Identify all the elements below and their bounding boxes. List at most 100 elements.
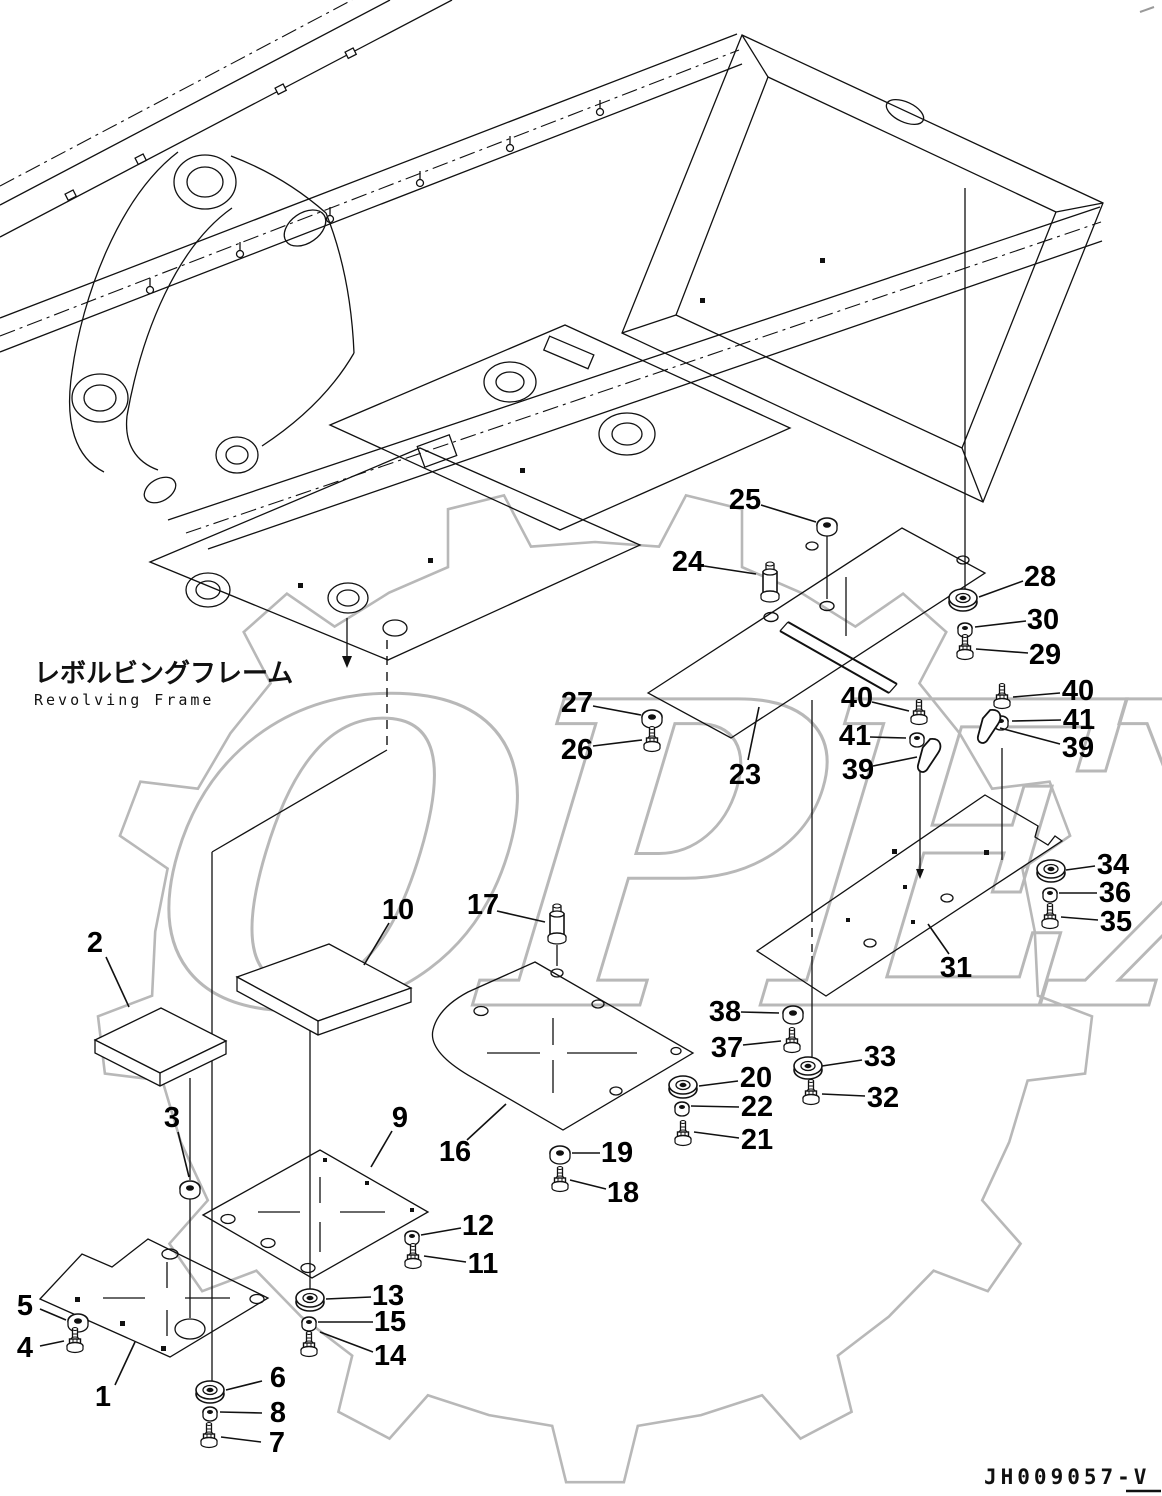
part-41-nut-glyph bbox=[909, 732, 925, 748]
callout-39: 39 bbox=[842, 754, 874, 786]
part-20-washer-dome-glyph bbox=[668, 1075, 698, 1099]
part-21-bolt-glyph bbox=[674, 1119, 692, 1147]
part-28-washer-dome-glyph bbox=[948, 588, 978, 612]
part-19-washer-flat-glyph bbox=[549, 1145, 571, 1165]
part-27-washer-flat-glyph bbox=[641, 709, 663, 729]
leader-line-31 bbox=[927, 923, 950, 955]
plate-16 bbox=[431, 961, 695, 1131]
callout-4: 4 bbox=[17, 1332, 33, 1364]
leader-line-11 bbox=[423, 1255, 467, 1263]
leader-line-35 bbox=[1060, 916, 1099, 921]
leader-line-8 bbox=[219, 1411, 263, 1414]
callout-20: 20 bbox=[740, 1062, 772, 1094]
title-japanese: レボルビングフレーム bbox=[34, 659, 293, 689]
part-7-bolt-glyph bbox=[200, 1421, 218, 1449]
callout-2: 2 bbox=[87, 927, 103, 959]
leader-line-39 bbox=[872, 756, 918, 767]
leader-line-4 bbox=[39, 1340, 65, 1347]
part-29-bolt-glyph bbox=[956, 633, 974, 661]
part-18-bolt-glyph bbox=[551, 1165, 569, 1193]
leader-line-34 bbox=[1065, 865, 1096, 871]
leader-line-10 bbox=[363, 922, 390, 966]
callout-1: 1 bbox=[95, 1381, 111, 1413]
callout-41: 41 bbox=[1063, 704, 1095, 736]
leader-line-33 bbox=[821, 1059, 863, 1067]
part-12-nut-glyph bbox=[404, 1230, 420, 1246]
fasteners bbox=[66, 517, 1066, 1449]
callout-22: 22 bbox=[741, 1091, 773, 1123]
callout-41: 41 bbox=[839, 720, 871, 752]
leader-line-21 bbox=[693, 1131, 740, 1139]
callout-17: 17 bbox=[467, 889, 499, 921]
callouts: 1234567891011121314151617181920212223242… bbox=[17, 484, 1132, 1459]
leader-line-27 bbox=[592, 705, 642, 716]
plate-1 bbox=[38, 1238, 270, 1358]
leader-line-23 bbox=[747, 706, 760, 761]
part-14-bolt-glyph bbox=[300, 1330, 318, 1358]
leader-line-29 bbox=[975, 648, 1029, 654]
callout-27: 27 bbox=[561, 687, 593, 719]
part-39-clip-glyph bbox=[976, 709, 1002, 744]
part-6-washer-dome-glyph bbox=[195, 1380, 225, 1404]
part-13-washer-dome-glyph bbox=[295, 1288, 325, 1312]
part-38-washer-flat-glyph bbox=[782, 1005, 804, 1025]
leader-line-12 bbox=[420, 1227, 462, 1236]
leader-line-41 bbox=[1011, 719, 1062, 722]
callout-11: 11 bbox=[468, 1248, 499, 1280]
plate-23 bbox=[646, 527, 987, 739]
leader-line-26 bbox=[592, 739, 643, 747]
gear-outline-watermark bbox=[96, 493, 1094, 1484]
callout-5: 5 bbox=[17, 1290, 33, 1322]
part-8-nut-glyph bbox=[202, 1406, 218, 1422]
callout-3: 3 bbox=[164, 1102, 180, 1134]
callout-14: 14 bbox=[374, 1340, 406, 1372]
callout-10: 10 bbox=[382, 894, 414, 926]
callout-23: 23 bbox=[729, 759, 761, 791]
part-39-clip-glyph bbox=[916, 738, 942, 773]
callout-34: 34 bbox=[1097, 849, 1129, 881]
part-37-bolt-glyph bbox=[783, 1026, 801, 1054]
leader-line-18 bbox=[569, 1179, 607, 1190]
part-40-bolt-glyph bbox=[993, 682, 1011, 710]
part-40-bolt-glyph bbox=[910, 698, 928, 726]
callout-31: 31 bbox=[940, 952, 972, 984]
callout-6: 6 bbox=[270, 1362, 286, 1394]
leader-line-13 bbox=[325, 1296, 372, 1300]
leader-line-22 bbox=[690, 1105, 740, 1108]
leader-line-6 bbox=[225, 1380, 263, 1391]
callout-15: 15 bbox=[374, 1306, 406, 1338]
callout-30: 30 bbox=[1027, 604, 1059, 636]
callout-40: 40 bbox=[841, 682, 873, 714]
leader-line-5 bbox=[39, 1308, 67, 1321]
leader-line-1 bbox=[114, 1341, 136, 1386]
plate-31 bbox=[755, 794, 1064, 997]
leader-line-40 bbox=[1012, 692, 1061, 698]
leader-line-2 bbox=[105, 956, 130, 1008]
callout-16: 16 bbox=[439, 1136, 471, 1168]
plate-10 bbox=[235, 943, 413, 1036]
leader-line-40 bbox=[871, 701, 910, 712]
callout-32: 32 bbox=[867, 1082, 899, 1114]
drawing-number: JH009057-V bbox=[984, 1465, 1150, 1489]
ring-glyph bbox=[763, 611, 779, 623]
callout-37: 37 bbox=[711, 1032, 743, 1064]
plate-2 bbox=[93, 1007, 228, 1087]
part-22-nut-glyph bbox=[674, 1101, 690, 1117]
callout-24: 24 bbox=[672, 546, 704, 578]
cover-plates bbox=[38, 527, 1064, 1358]
part-30-nut-glyph bbox=[957, 622, 973, 638]
leader-line-16 bbox=[466, 1103, 507, 1141]
leader-line-39 bbox=[999, 727, 1061, 745]
part-4-bolt-glyph bbox=[66, 1326, 84, 1354]
callout-18: 18 bbox=[607, 1177, 639, 1209]
revolving-frame-drawing bbox=[0, 0, 1155, 668]
leader-line-25 bbox=[760, 504, 817, 523]
callout-21: 21 bbox=[741, 1124, 773, 1156]
part-11-bolt-glyph bbox=[404, 1242, 422, 1270]
callout-39: 39 bbox=[1062, 732, 1094, 764]
part-17-sleeve-glyph bbox=[547, 903, 567, 945]
leader-line-24 bbox=[703, 565, 757, 575]
part-34-washer-dome-glyph bbox=[1036, 859, 1066, 883]
callout-29: 29 bbox=[1029, 639, 1061, 671]
